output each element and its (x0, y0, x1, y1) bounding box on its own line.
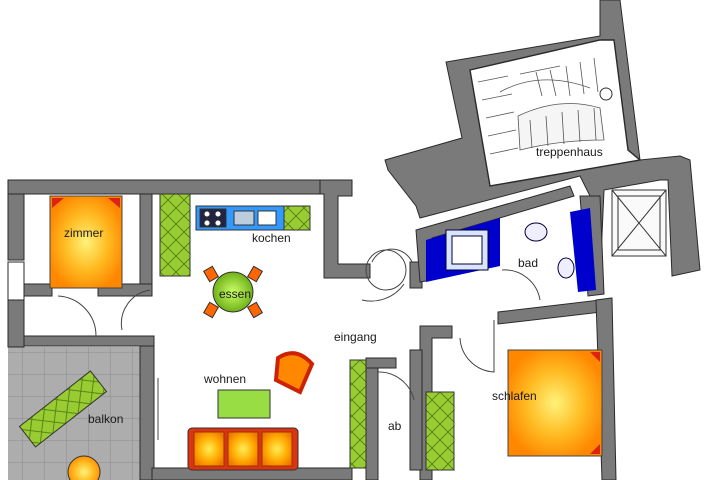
wardrobe-schlafen (425, 391, 455, 471)
bad-fixtures (426, 208, 596, 292)
room-label-wohnen: wohnen (204, 372, 247, 386)
doors (7, 248, 541, 440)
treppenhaus-window (611, 189, 667, 257)
room-label-treppenhaus: treppenhaus (536, 145, 603, 159)
balkon-chair (67, 455, 101, 480)
room-label-ab: ab (388, 419, 402, 433)
stair-door (599, 87, 613, 101)
bed-zimmer (49, 195, 123, 289)
room-label-bad: bad (518, 256, 539, 270)
window-left (7, 261, 25, 301)
wardrobe-zimmer (159, 193, 191, 277)
coffee-table (217, 389, 271, 419)
room-label-kochen: kochen (252, 231, 291, 245)
room-label-balkon: balkon (88, 412, 124, 426)
room-label-schlafen: schlafen (492, 389, 537, 403)
room-label-eingang: eingang (334, 330, 377, 344)
balkon-lounger (18, 370, 108, 448)
stairs (477, 57, 605, 155)
sofa (187, 427, 299, 471)
room-label-zimmer: zimmer (64, 226, 104, 240)
essen-table (202, 265, 264, 319)
bed-schlafen (507, 349, 603, 457)
armchair (273, 351, 315, 395)
room-label-essen: essen (219, 287, 252, 301)
wardrobe-eingang (349, 359, 367, 469)
kitchen-counter (195, 205, 311, 231)
